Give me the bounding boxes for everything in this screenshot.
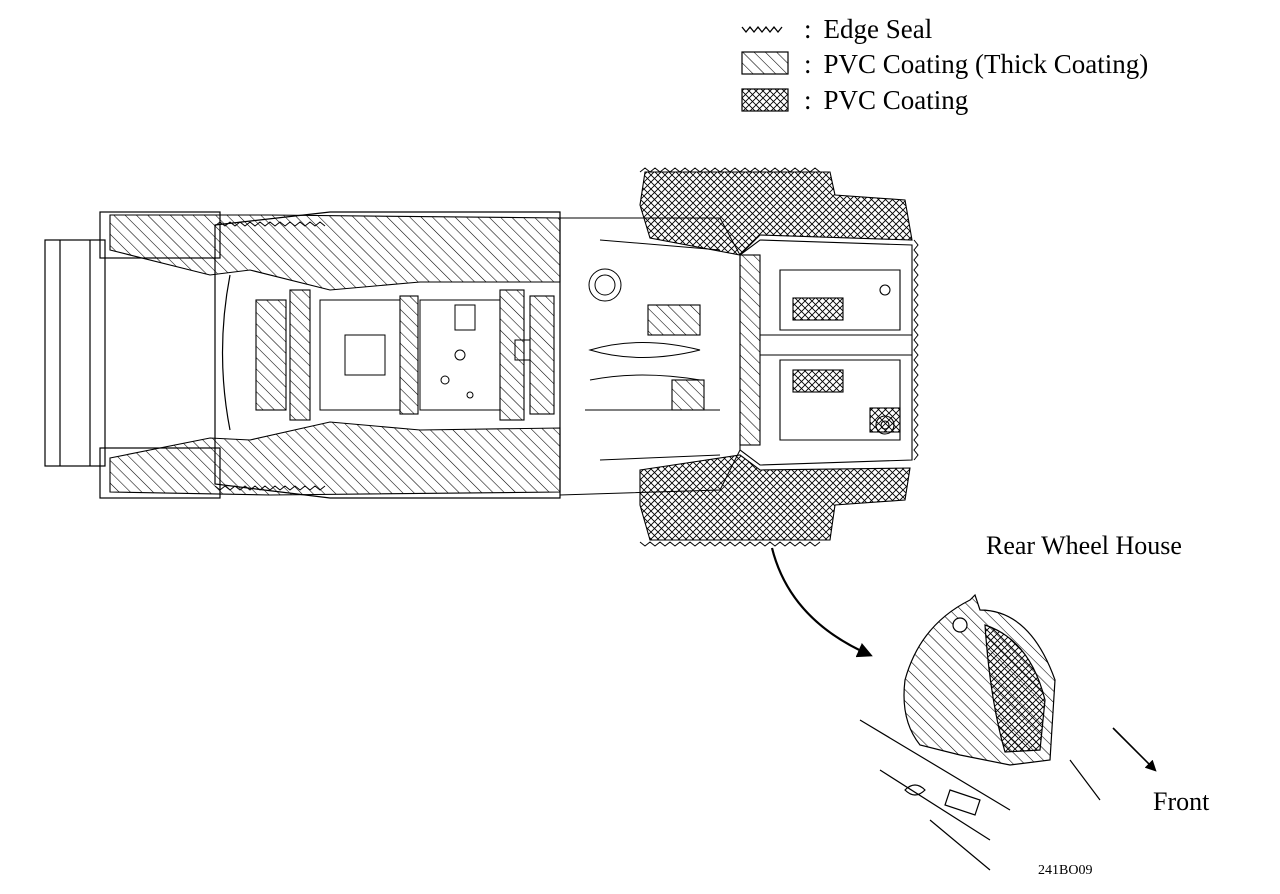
cross-member-hatch-2 <box>399 295 419 415</box>
cross-member-hatch-4 <box>529 295 555 415</box>
tunnel-patch-hatch-1 <box>647 304 701 336</box>
legend-swatch-spacer <box>740 89 786 111</box>
cross-member-hatch-3 <box>499 289 525 421</box>
rear-wheel-house-detail <box>859 593 1101 871</box>
legend-row-pvc: : PVC Coating <box>740 85 968 115</box>
legend-label-pvc: PVC Coating <box>823 84 969 115</box>
legend-row-edge-seal: : Edge Seal <box>740 14 932 44</box>
legend-label-edge-seal: Edge Seal <box>823 13 933 44</box>
edge-seal-lines <box>214 167 919 547</box>
legend-swatch-spacer <box>740 53 786 75</box>
hatch-swatch-icon <box>741 51 789 75</box>
rear-hatch-upper <box>739 254 761 446</box>
upper-sill-hatch <box>109 214 561 291</box>
front-arrow-icon <box>1112 727 1157 772</box>
figure-code: 241BO09 <box>1038 863 1093 878</box>
legend-swatches <box>741 25 789 112</box>
rear-panel-cross-2 <box>792 369 844 393</box>
rear-wheel-house-label: Rear Wheel House <box>986 531 1182 560</box>
legend-colon: : <box>804 48 812 79</box>
crosshatch-swatch-icon <box>741 88 789 112</box>
legend-label-pvc-thick: PVC Coating (Thick Coating) <box>823 48 1149 79</box>
rear-upper-wheelhouse-cross <box>639 171 913 256</box>
pvc-thick-coating-areas <box>109 214 761 496</box>
rear-lower-wheelhouse-cross <box>639 454 911 541</box>
edge-seal-swatch-icon <box>741 25 783 34</box>
center-panel-hatch <box>255 299 287 411</box>
pvc-coating-areas <box>639 171 913 541</box>
legend-colon: : <box>804 84 812 115</box>
legend-colon: : <box>804 13 812 44</box>
front-label: Front <box>1153 787 1210 816</box>
rear-floor <box>739 239 913 466</box>
rear-panel-cross-1 <box>792 297 844 321</box>
cross-member-hatch-1 <box>289 289 311 421</box>
legend-swatch-spacer <box>740 18 786 40</box>
curved-arrow-icon <box>770 547 873 658</box>
rear-panel-cross-3 <box>869 407 901 433</box>
lower-sill-hatch <box>109 421 561 496</box>
tunnel-patch-hatch-2 <box>671 379 705 411</box>
legend-row-pvc-thick: : PVC Coating (Thick Coating) <box>740 49 1148 79</box>
